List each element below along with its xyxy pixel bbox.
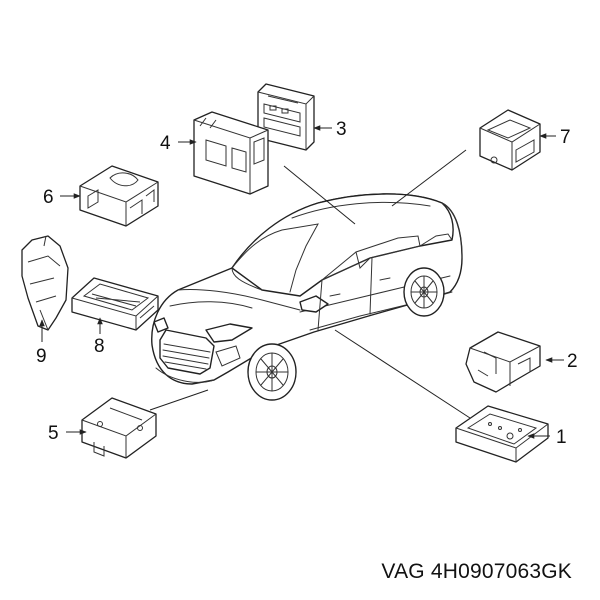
callout-1: 1 <box>556 427 567 448</box>
callout-3: 3 <box>336 119 347 140</box>
callout-2: 2 <box>567 351 578 372</box>
callout-7: 7 <box>560 127 571 148</box>
part-6-module <box>79 165 159 227</box>
part-7-control-unit <box>479 109 541 171</box>
part-number-caption: VAG 4H0907063GK <box>381 560 572 583</box>
callout-4: 4 <box>160 133 171 154</box>
part-3-control-module <box>257 83 315 151</box>
callout-9: 9 <box>36 346 47 367</box>
callout-8: 8 <box>94 336 105 357</box>
callout-arrows <box>39 125 564 439</box>
part-9-bracket <box>21 235 69 331</box>
part-8-control-unit <box>71 277 159 331</box>
callout-labels: 1 2 3 4 5 6 7 8 9 <box>36 119 578 448</box>
car-illustration <box>151 193 463 401</box>
leader-lines <box>149 149 471 419</box>
part-4-control-module <box>193 111 269 195</box>
part-5-module <box>81 397 157 459</box>
callout-5: 5 <box>48 423 59 444</box>
callout-6: 6 <box>43 187 54 208</box>
part-2-bracket <box>465 331 541 393</box>
part-1-control-module <box>455 405 549 463</box>
